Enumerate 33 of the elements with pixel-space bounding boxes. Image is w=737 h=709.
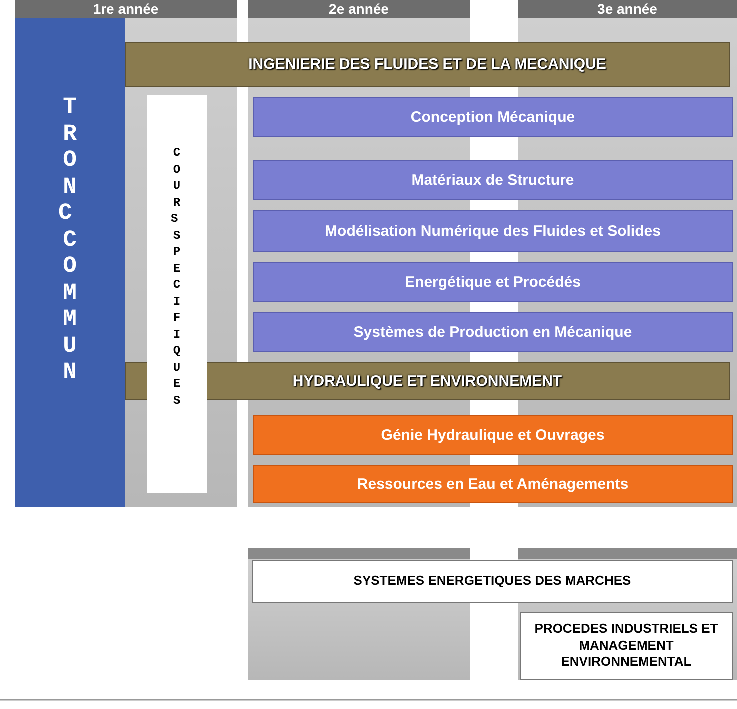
course-box xyxy=(253,210,733,252)
course-box xyxy=(253,312,733,352)
vertical-label: TRONC COMMUN xyxy=(58,94,78,387)
course-box xyxy=(253,160,733,200)
course-title: PROCEDES INDUSTRIELS ET MANAGEMENT ENVIRONNEMENTAL xyxy=(534,620,720,672)
column-header-bar xyxy=(518,548,737,559)
course-box xyxy=(253,465,733,503)
course-title: HYDRAULIQUE ET ENVIRONNEMENT xyxy=(292,372,562,390)
year-header-bar xyxy=(248,0,470,18)
course-box xyxy=(253,97,733,137)
year-header-bar xyxy=(15,0,237,18)
year-label: 3e année xyxy=(596,0,658,18)
track-band xyxy=(125,42,730,87)
course-title: Modélisation Numérique des Fluides et Solides xyxy=(325,222,661,240)
specific-courses-bar xyxy=(147,95,207,493)
course-box xyxy=(253,262,733,302)
year-label: 1re année xyxy=(92,0,160,18)
course-box xyxy=(253,415,733,455)
course-title: Ressources en Eau et Aménagements xyxy=(357,476,629,492)
course-title: Génie Hydraulique et Ouvrages xyxy=(381,426,605,444)
course-title: INGENIERIE DES FLUIDES ET DE LA MECANIQUE xyxy=(248,56,606,73)
course-title: Energétique et Procédés xyxy=(405,274,581,290)
course-title: SYSTEMES ENERGETIQUES DES MARCHES xyxy=(354,573,632,590)
course-title: Conception Mécanique xyxy=(410,108,576,126)
course-box xyxy=(252,560,733,603)
year-label: 2e année xyxy=(328,0,390,18)
year-header-bar xyxy=(518,0,737,18)
course-title: Matériaux de Structure xyxy=(412,172,574,188)
tronc-commun-bar xyxy=(15,18,125,507)
column-header-bar xyxy=(248,548,470,559)
vertical-label: COURS SPECIFIQUES xyxy=(171,145,182,410)
course-title: Systèmes de Production en Mécanique xyxy=(354,324,632,340)
course-box xyxy=(520,612,733,680)
